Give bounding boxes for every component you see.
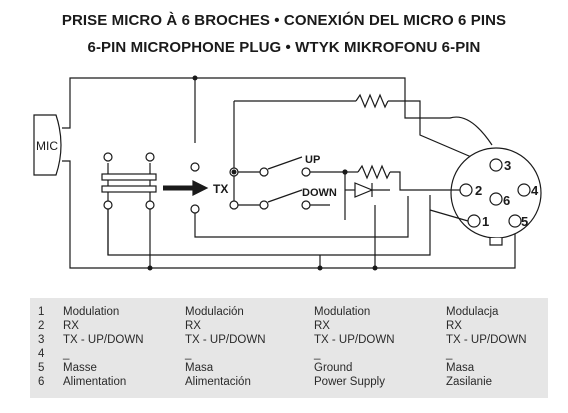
wire-top [62,77,493,146]
legend-row-4: 4 _ _ _ _ [30,347,548,361]
tx-label: TX [213,182,228,196]
pin-number: 6 [38,376,45,388]
label-es: TX - UP/DOWN [185,334,266,346]
label-fr: Masse [63,362,97,374]
legend-row-2: 2 RX RX RX RX [30,319,548,333]
pin-number: 3 [38,334,45,346]
pin-number: 5 [38,362,45,374]
up-label: UP [305,154,320,166]
label-fr: _ [63,348,70,360]
label-en: Ground [314,362,353,374]
label-pl: TX - UP/DOWN [446,334,527,346]
title-line-2: 6-PIN MICROPHONE PLUG • WTYK MIKROFONU 6… [87,39,481,56]
ground-links [319,205,376,268]
pin-5-label: 5 [521,214,528,229]
label-es: RX [185,320,201,332]
legend-row-1: 1 Modulation Modulación Modulation Modul… [30,305,548,319]
label-es: _ [185,348,192,360]
label-en: Power Supply [314,376,385,388]
label-pl: _ [446,348,453,360]
label-pl: Masa [446,362,475,374]
label-fr: TX - UP/DOWN [63,334,144,346]
resistor-top [233,93,491,168]
label-es: Masa [185,362,214,374]
label-fr: Modulation [63,306,120,318]
label-pl: Zasilanie [446,376,493,388]
label-es: Modulación [185,306,244,318]
pin-6-label: 6 [503,193,510,208]
label-en: _ [314,348,321,360]
title-line-1: PRISE MICRO À 6 BROCHES • CONEXIÓN DEL M… [61,12,507,29]
pin-2-label: 2 [475,183,482,198]
legend-row-3: 3 TX - UP/DOWN TX - UP/DOWN TX - UP/DOWN… [30,333,548,347]
label-en: Modulation [314,306,371,318]
label-pl: RX [446,320,462,332]
tx-arrow-icon [163,180,209,196]
connector-plug [429,147,542,246]
tx-contacts [190,162,409,238]
legend-row-5: 5 Masse Masa Ground Masa [30,361,548,375]
label-fr: RX [63,320,79,332]
label-en: TX - UP/DOWN [314,334,395,346]
pin-3-label: 3 [504,158,511,173]
label-en: RX [314,320,330,332]
pin-number: 4 [38,348,45,360]
resistor-diode [342,164,450,198]
pin-number: 1 [38,306,45,318]
wire-bottom [62,160,516,269]
label-pl: Modulacja [446,306,499,318]
label-es: Alimentación [185,376,251,388]
microphone-icon [33,114,62,176]
legend-row-6: 6 Alimentation Alimentación Power Supply… [30,375,548,389]
pin-number: 2 [38,320,45,332]
mic-label: MIC [36,139,58,153]
down-label: DOWN [302,187,337,199]
pin-4-label: 4 [531,183,539,198]
ptt-switch [101,152,431,268]
pinout-legend: 1 Modulation Modulación Modulation Modul… [30,298,548,398]
label-fr: Alimentation [63,376,127,388]
pin-1-label: 1 [482,214,489,229]
